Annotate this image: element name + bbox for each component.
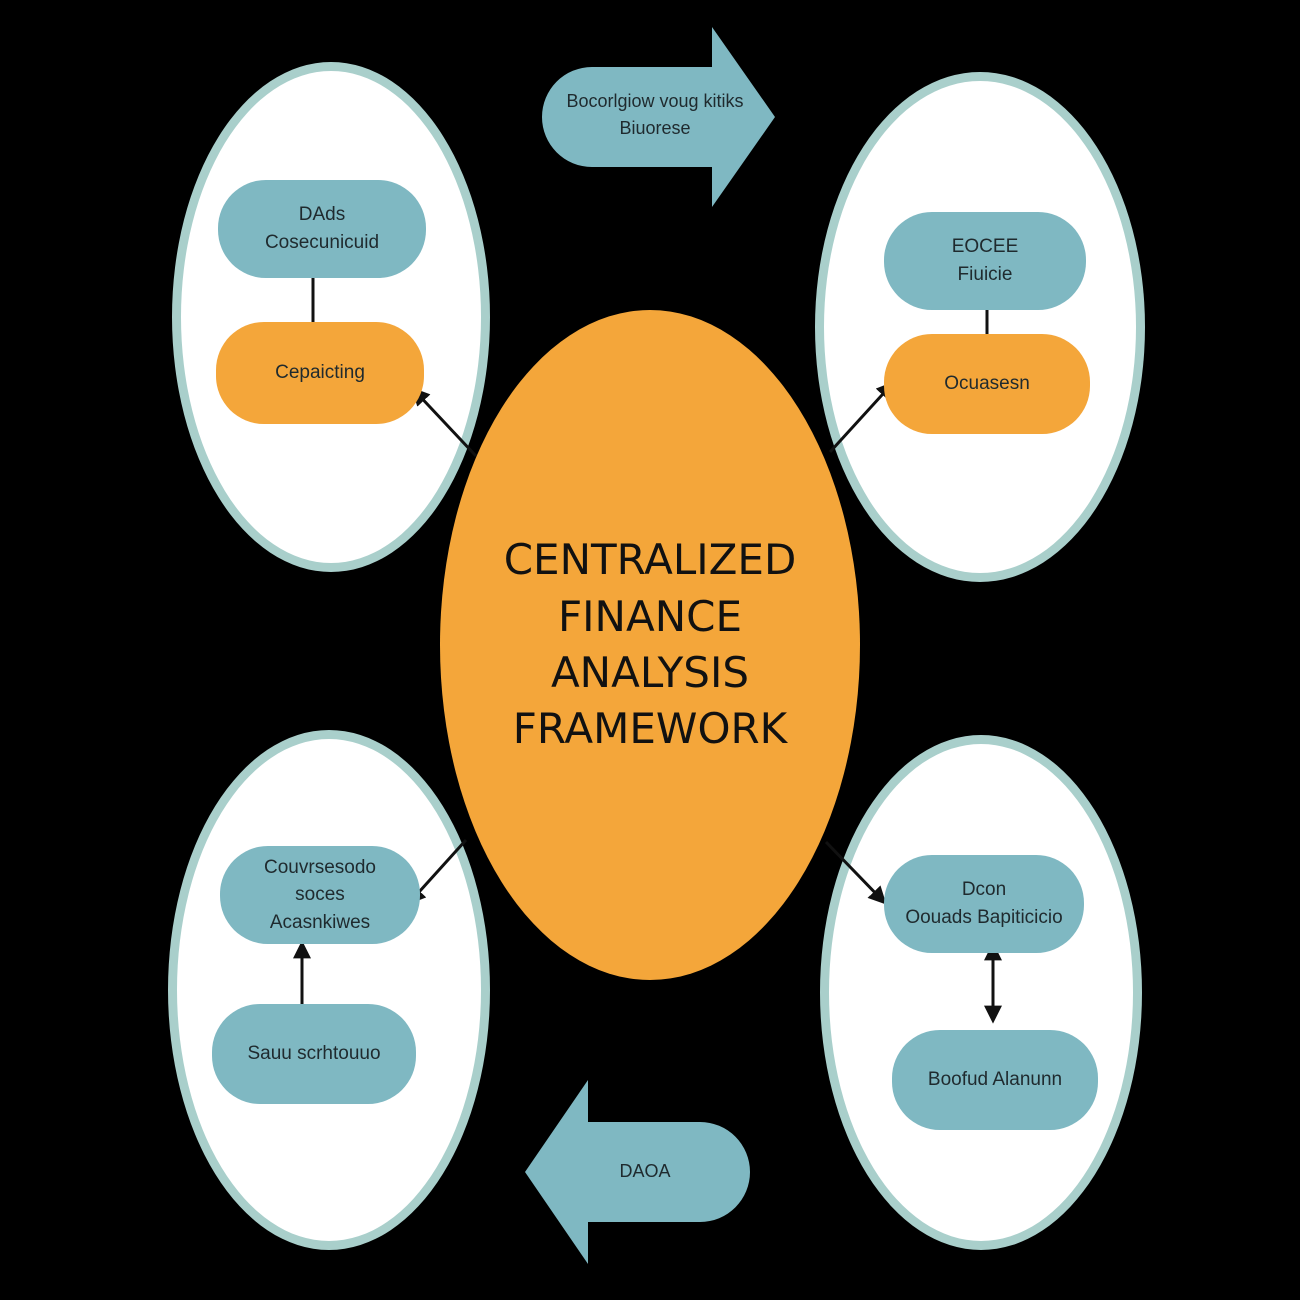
center-to-top-right-arrow [828,381,895,454]
top-left-node-top: DAds Cosecunicuid [218,180,426,278]
bottom-left-node-bottom: Sauu scrhtouuo [212,1004,416,1104]
top-left-node-bottom: Cepaicting [216,322,424,424]
top-right-oval [815,72,1145,582]
bottom-left-oval [168,730,490,1250]
top-left-oval [172,62,490,572]
bottom-left-node-top: Couvrsesodo soces Acasnkiwes [220,846,420,944]
bottom-flow-arrow [525,1080,750,1264]
central-framework-title: CENTRALIZED FINANCE ANALYSIS FRAMEWORK [503,535,797,754]
central-framework-circle: CENTRALIZED FINANCE ANALYSIS FRAMEWORK [440,310,860,980]
center-to-bottom-right-arrow [824,840,887,905]
bottom-right-node-bottom: Boofud Alanunn [892,1030,1098,1130]
top-flow-arrow-label: Bocorlgiow voug kitiks Biuorese [566,91,744,138]
center-to-top-left-arrow [411,387,478,458]
top-flow-arrow [542,27,775,207]
bottom-flow-arrow-label: DAOA [619,1161,671,1181]
bottom-right-node-top: Dcon Oouads Bapiticicio [884,855,1084,953]
top-right-node-bottom: Ocuasesn [884,334,1090,434]
top-right-node-top: EOCEE Fiuicie [884,212,1086,310]
bottom-right-oval [820,735,1142,1250]
